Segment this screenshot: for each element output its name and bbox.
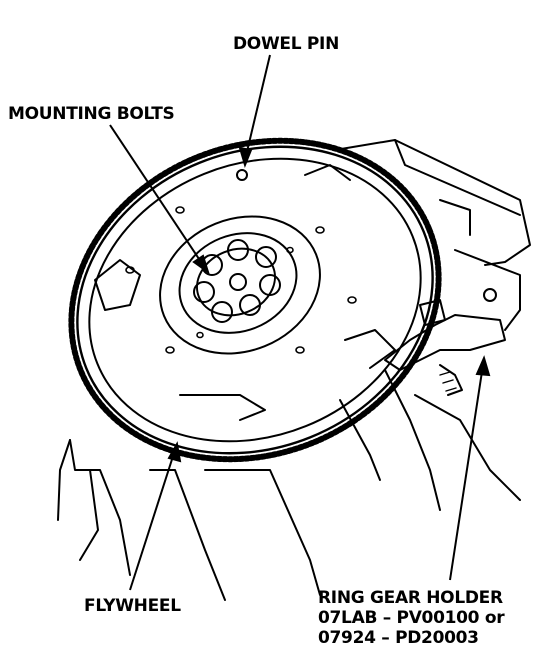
ring-gear-holder-tool	[384, 288, 506, 396]
mounting-bolts-label: MOUNTING BOLTS	[8, 104, 175, 124]
ring-gear-holder-line2: 07LAB – PV00100 or	[318, 608, 505, 629]
ring-gear-teeth	[68, 137, 442, 463]
ring-gear-holder-arrowhead	[475, 355, 491, 377]
flywheel	[68, 137, 442, 463]
flywheel-hub	[159, 215, 321, 355]
ring-gear-holder-line3: 07924 – PD20003	[318, 628, 479, 649]
flywheel-leader	[129, 449, 176, 591]
ring-gear-holder-leader	[449, 364, 484, 581]
mounting-bolts-leader	[109, 124, 206, 269]
dowel-pin-leader	[244, 54, 271, 161]
dowel-pin-arrowhead	[238, 146, 253, 169]
flywheel-arrowhead	[167, 441, 182, 463]
mounting-bolts	[193, 239, 281, 323]
ring-gear-holder-label: RING GEAR HOLDER 07LAB – PV00100 or 0792…	[318, 588, 505, 649]
dowel-pin	[236, 169, 248, 181]
dowel-pin-label: DOWEL PIN	[233, 34, 339, 54]
ring-gear-holder-line1: RING GEAR HOLDER	[318, 588, 503, 608]
flywheel-label: FLYWHEEL	[84, 596, 181, 616]
mounting-bolts-arrowhead	[192, 254, 210, 275]
disc-holes	[125, 206, 357, 354]
engine-housing	[57, 139, 531, 601]
